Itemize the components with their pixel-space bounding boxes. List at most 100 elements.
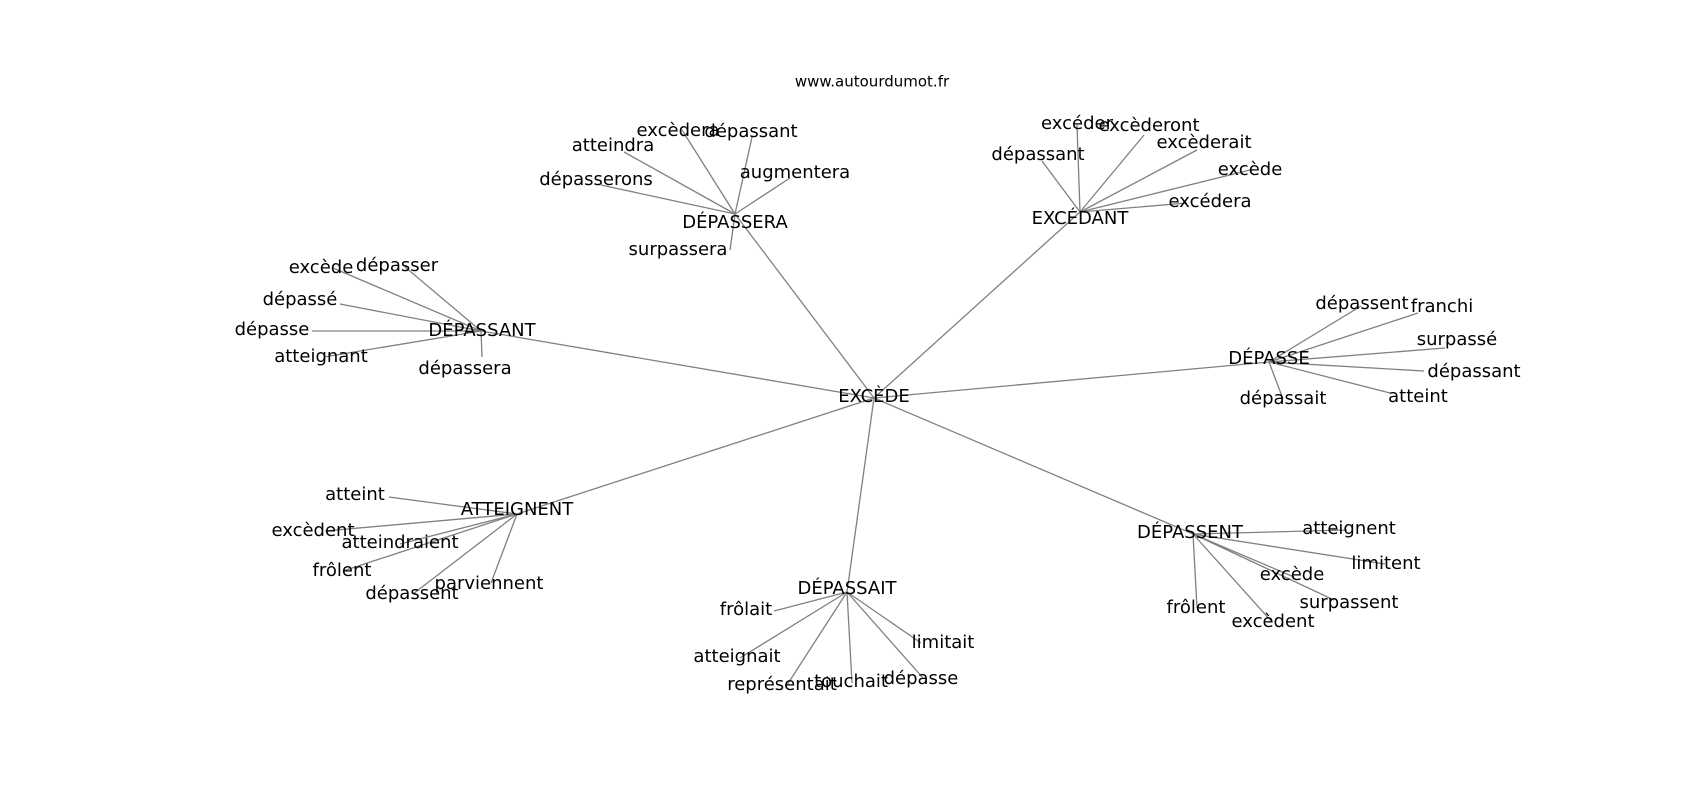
leaf-word: frôlent xyxy=(313,560,372,581)
leaf-word: atteignent xyxy=(1302,518,1396,539)
center-word: EXCÈDE xyxy=(838,385,910,407)
leaf-word: atteignait xyxy=(693,646,780,667)
edge-hub-to-leaf xyxy=(729,213,736,251)
leaf-word: frôlent xyxy=(1167,597,1226,618)
leaf-word: surpassera xyxy=(629,239,728,260)
edge-hub-to-leaf xyxy=(846,591,924,679)
edge-hub-to-leaf xyxy=(1192,533,1386,565)
leaf-word: dépasse xyxy=(235,319,310,340)
leaf-word: atteindra xyxy=(572,135,655,156)
edge-hub-to-leaf xyxy=(480,330,483,358)
edge-hub-to-leaf xyxy=(1079,134,1145,213)
edge-center-to-hub xyxy=(873,211,1081,399)
edge-hub-to-leaf xyxy=(388,496,518,515)
leaf-word: parviennent xyxy=(435,573,544,594)
hub-word: DÉPASSAIT xyxy=(797,577,897,599)
edge-center-to-hub xyxy=(734,213,875,399)
leaf-word: franchi xyxy=(1411,296,1473,317)
leaf-word: dépassera xyxy=(418,358,511,379)
leaf-word: excéder xyxy=(1041,113,1114,134)
leaf-word: dépassant xyxy=(991,144,1084,165)
edge-hub-to-leaf xyxy=(786,591,848,686)
edge-hub-to-leaf xyxy=(1192,529,1348,535)
edge-hub-to-leaf xyxy=(846,591,922,644)
edge-hub-to-leaf xyxy=(490,513,518,584)
leaf-word: atteint xyxy=(325,484,385,505)
edge-center-to-hub xyxy=(480,330,875,399)
edge-hub-to-leaf xyxy=(600,184,736,215)
leaf-word: augmentera xyxy=(740,162,850,183)
edge-hub-to-leaf xyxy=(1268,347,1446,363)
hub-word: DÉPASSERA xyxy=(682,211,788,233)
edge-hub-to-leaf xyxy=(623,151,736,215)
hub-word: EXCÉDANT xyxy=(1032,207,1130,229)
graph-labels: EXCÈDEDÉPASSERAexcèderadépassantatteindr… xyxy=(235,113,1521,695)
leaf-word: excèdera xyxy=(637,120,720,141)
edge-hub-to-leaf xyxy=(412,513,518,595)
edge-hub-to-leaf xyxy=(1192,533,1198,609)
edge-hub-to-leaf xyxy=(846,591,853,684)
edge-hub-to-leaf xyxy=(332,267,482,332)
edge-hub-to-leaf xyxy=(1041,160,1081,213)
leaf-word: représentait xyxy=(727,674,837,695)
edge-hub-to-leaf xyxy=(1079,202,1188,213)
leaf-word: atteint xyxy=(1388,386,1448,407)
leaf-word: atteindraient xyxy=(341,532,458,553)
edge-hub-to-leaf xyxy=(342,513,518,572)
edge-center-to-hub xyxy=(873,361,1270,399)
graph-edges xyxy=(312,124,1446,686)
leaf-word: excède xyxy=(289,257,354,278)
leaf-word: excédera xyxy=(1169,191,1252,212)
edge-center-to-hub xyxy=(846,397,875,593)
hub-word: DÉPASSE xyxy=(1228,347,1309,369)
leaf-word: dépassait xyxy=(1240,388,1327,409)
site-watermark: www.autourdumot.fr xyxy=(795,73,950,91)
leaf-word: limitait xyxy=(912,632,975,653)
edge-hub-to-leaf xyxy=(773,591,848,612)
edge-hub-to-leaf xyxy=(1076,124,1081,213)
leaf-word: excèdent xyxy=(1231,611,1314,632)
edge-hub-to-leaf xyxy=(681,129,736,215)
edge-hub-to-leaf xyxy=(1192,533,1273,623)
edge-hub-to-leaf xyxy=(1268,361,1425,372)
edge-hub-to-leaf xyxy=(1079,149,1198,213)
edge-hub-to-leaf xyxy=(404,266,482,332)
leaf-word: dépassé xyxy=(263,289,338,310)
edge-hub-to-leaf xyxy=(1079,169,1251,213)
leaf-word: touchait xyxy=(814,671,888,692)
leaf-word: dépasser xyxy=(356,255,439,276)
edge-hub-to-leaf xyxy=(734,136,753,215)
leaf-word: surpassé xyxy=(1417,329,1497,350)
edge-hub-to-leaf xyxy=(1268,305,1362,363)
edge-center-to-hub xyxy=(516,397,875,515)
edge-hub-to-leaf xyxy=(1192,533,1335,601)
leaf-word: dépasserons xyxy=(539,169,653,190)
leaf-word: limitent xyxy=(1351,553,1420,574)
leaf-word: excèderait xyxy=(1156,132,1251,153)
edge-hub-to-leaf xyxy=(739,591,848,659)
edge-hub-to-leaf xyxy=(399,513,518,545)
edge-center-to-hub xyxy=(873,397,1194,535)
edge-hub-to-leaf xyxy=(734,177,791,215)
leaf-word: atteignant xyxy=(274,346,368,367)
leaf-word: dépasse xyxy=(884,668,959,689)
leaf-word: dépassant xyxy=(704,121,797,142)
edge-hub-to-leaf xyxy=(323,330,482,358)
leaf-word: dépassent xyxy=(365,583,458,604)
hub-word: ATTEIGNENT xyxy=(461,499,575,520)
leaf-word: dépassent xyxy=(1315,293,1408,314)
leaf-word: surpassent xyxy=(1300,592,1399,613)
leaf-word: frôlait xyxy=(720,599,772,620)
hub-word: DÉPASSENT xyxy=(1137,521,1244,543)
leaf-word: excède xyxy=(1260,564,1325,585)
edge-hub-to-leaf xyxy=(1268,361,1284,400)
edge-hub-to-leaf xyxy=(1268,361,1391,394)
leaf-word: excède xyxy=(1218,159,1283,180)
leaf-word: excèderont xyxy=(1098,115,1199,136)
leaf-word: excèdent xyxy=(271,520,354,541)
edge-hub-to-leaf xyxy=(339,303,482,332)
edge-hub-to-leaf xyxy=(324,513,518,532)
leaf-word: dépassant xyxy=(1427,361,1520,382)
hub-word: DÉPASSANT xyxy=(428,319,536,341)
